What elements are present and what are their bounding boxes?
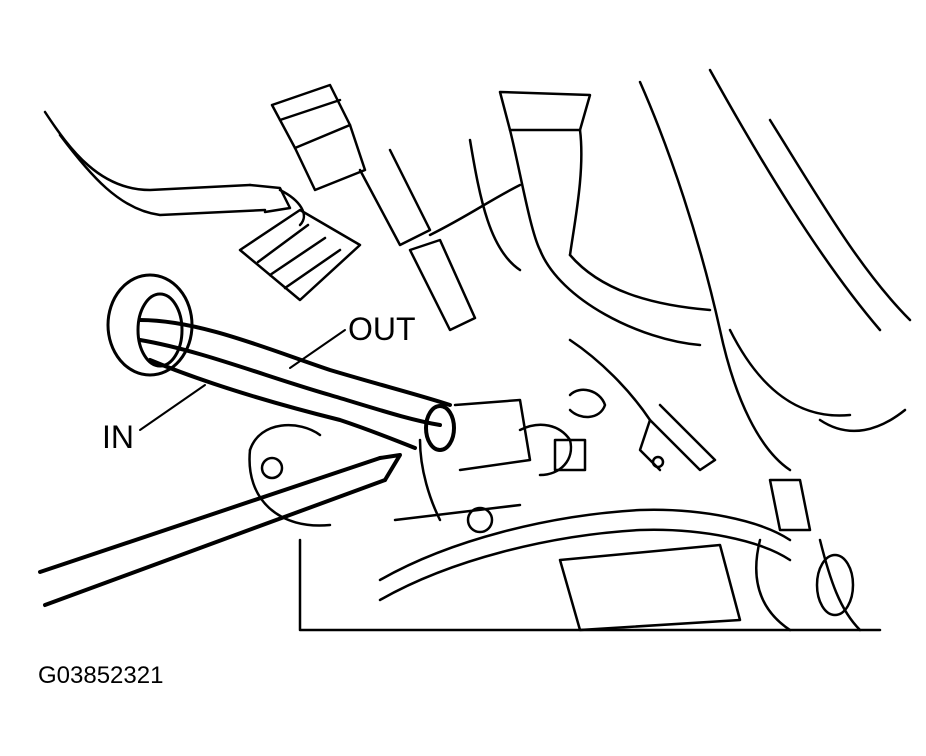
label-leaders — [139, 329, 346, 431]
bracket — [568, 338, 717, 472]
electrical-connector-middle — [238, 208, 362, 302]
heater-hose — [138, 318, 456, 452]
engine-housing — [638, 68, 912, 472]
wiring-harness — [43, 110, 306, 227]
in-leader-line — [139, 384, 206, 431]
in-label: IN — [102, 419, 134, 455]
upper-pipe — [468, 90, 712, 347]
throttle-body — [248, 388, 607, 534]
screwdriver-tool — [38, 453, 402, 607]
lower-frame — [298, 478, 882, 632]
out-label: OUT — [348, 311, 416, 347]
out-leader-line — [289, 329, 346, 369]
figure-id: G03852321 — [38, 662, 163, 689]
electrical-connector-upper — [270, 83, 522, 332]
